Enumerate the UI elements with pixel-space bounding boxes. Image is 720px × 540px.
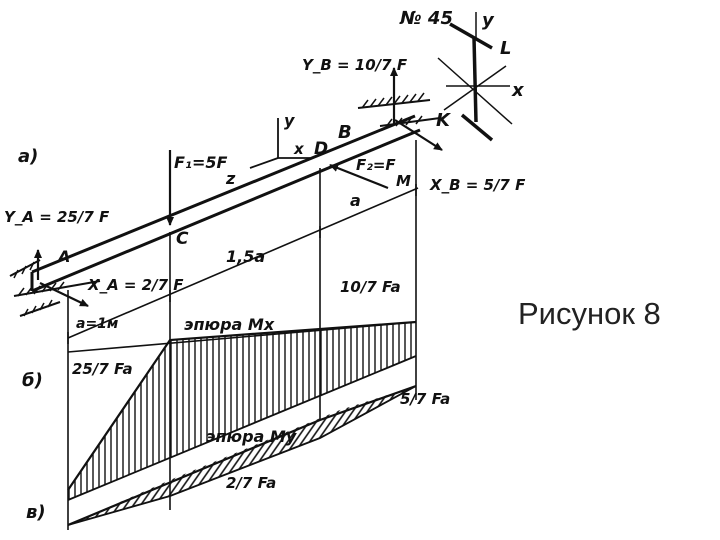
label-axis-y-mid: y — [284, 111, 295, 130]
label-span-1-5a: 1,5a — [226, 247, 265, 266]
label-point-l: L — [500, 38, 511, 59]
label-point-c: C — [176, 229, 189, 249]
label-point-m: M — [396, 172, 411, 190]
support-a-hatching — [9, 259, 101, 317]
label-axis-x-mid: x — [293, 140, 305, 158]
label-force-f2: F₂=F — [356, 156, 396, 174]
label-reaction-yb: Y_B = 10/7 F — [302, 56, 408, 74]
cross-section-symbol — [437, 12, 513, 142]
label-axis-y-top: y — [482, 10, 495, 31]
label-view-a: а) — [18, 146, 38, 167]
diagram-mx — [67, 320, 417, 501]
label-diagram-mx: эпюра Mx — [184, 315, 275, 334]
label-point-a: A — [56, 247, 70, 266]
label-diagram-my: эпюра My — [206, 427, 297, 446]
diagram-my — [67, 384, 417, 527]
label-point-b: B — [338, 122, 352, 143]
label-value-my-c: 2/7 Fa — [226, 474, 276, 492]
label-span-a-cd: a — [350, 191, 361, 210]
label-axis-z-mid: z — [225, 169, 236, 188]
label-value-mx-d: 10/7 Fa — [340, 278, 401, 296]
label-force-f1: F₁=5F — [174, 153, 227, 172]
label-span-a1m: a=1м — [76, 316, 118, 332]
label-value-mx-c: 25/7 Fa — [72, 360, 133, 378]
label-reaction-xb: X_B = 5/7 F — [429, 176, 526, 194]
label-point-d: D — [314, 139, 328, 159]
reaction-xb-arrow — [394, 119, 443, 151]
reaction-xa-arrow — [39, 282, 89, 307]
label-beam-number: № 45 — [399, 8, 453, 29]
label-value-my-d: 5/7 Fa — [400, 390, 450, 408]
label-view-b: б) — [22, 370, 43, 391]
label-point-k: K — [436, 110, 452, 131]
label-reaction-xa: X_A = 2/7 F — [87, 276, 184, 294]
local-axes — [249, 118, 310, 169]
label-reaction-ya: Y_A = 25/7 F — [4, 208, 110, 226]
forces — [34, 67, 443, 307]
dimension-lines — [67, 184, 419, 344]
labels: а) б) в) № 45 y L x K Y_B = 10/7 F B D y… — [4, 8, 526, 523]
force-f2-arrow — [329, 163, 389, 190]
label-axis-x-right: x — [511, 80, 525, 101]
figure-caption: Рисунок 8 — [518, 296, 661, 331]
label-view-v: в) — [26, 502, 46, 523]
